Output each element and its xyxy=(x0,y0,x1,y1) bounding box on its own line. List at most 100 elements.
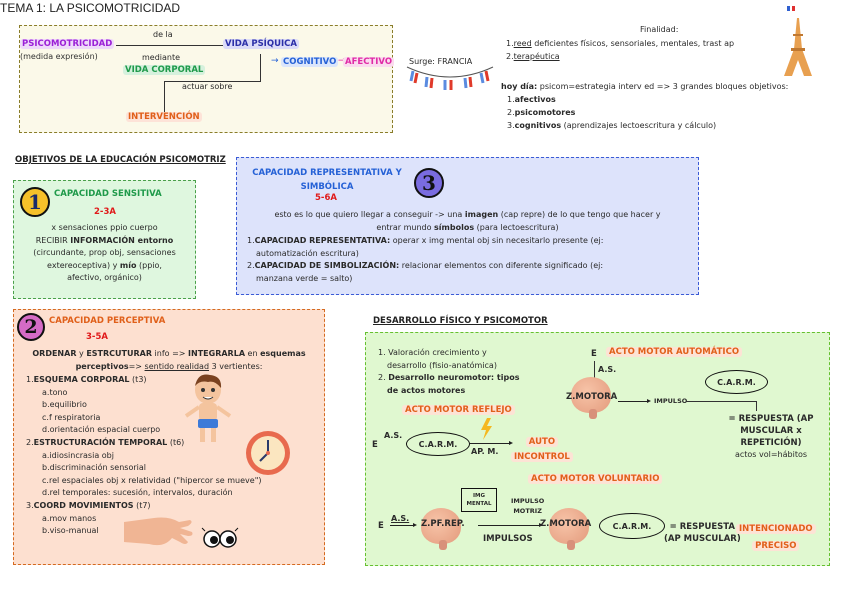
text-span: info => xyxy=(152,349,189,358)
sub-item-letter: c. xyxy=(42,412,49,422)
connector-line xyxy=(164,81,260,82)
sub-item: c.f respiratoria xyxy=(26,412,262,425)
item-keyword: afectivos xyxy=(514,95,556,104)
item-text: operar x img mental obj sin necesitarlo … xyxy=(390,236,604,245)
text-span: (para lectoescritura) xyxy=(474,223,559,232)
text-line: MUSCULAR x xyxy=(740,426,802,436)
text-line: IMPULSO xyxy=(511,497,545,505)
item-number: 2. xyxy=(378,373,386,382)
finalidad-list: 1.reed deficientes físicos, sensoriales,… xyxy=(506,37,734,63)
acto-motor-reflejo-title: ACTO MOTOR REFLEJO xyxy=(402,405,515,415)
underlined-text: sentido realidad xyxy=(144,362,210,371)
item-text: relacionar elementos con diferente signi… xyxy=(399,261,604,270)
sub-item-letter: a. xyxy=(42,450,50,460)
title-line: CAPACIDAD REPRESENTATIVA Y xyxy=(252,168,402,178)
sub-item-letter: b. xyxy=(42,400,50,410)
text-span: extereoceptiva) y xyxy=(47,260,120,270)
list-item: 1. Valoración crecimiento y xyxy=(378,348,487,357)
bold-text: ESTRCUTURAR xyxy=(86,349,152,358)
topic-tag: (t7) xyxy=(133,500,151,510)
item-keyword: CAPACIDAD REPRESENTATIVA: xyxy=(254,236,391,245)
sub-item: c.rel espaciales obj x relatividad ("hip… xyxy=(26,475,262,488)
capacidades-list: 1.CAPACIDAD REPRESENTATIVA: operar x img… xyxy=(247,235,603,285)
text-line: IMG xyxy=(472,493,486,499)
boy-illustration-icon xyxy=(184,374,232,442)
finalidad-title: Finalidad: xyxy=(640,25,679,34)
brain-icon xyxy=(571,377,611,419)
intro-text: ORDENAR y ESTRCUTURAR info => INTEGRARLA… xyxy=(14,347,324,373)
sub-item-letter: b. xyxy=(42,526,50,536)
capacidad-perceptiva-box: 2 CAPACIDAD PERCEPTIVA 3-5A ORDENAR y ES… xyxy=(13,309,325,565)
capacidad-sensitiva-title: CAPACIDAD SENSITIVA xyxy=(54,189,162,199)
item-number: 1. xyxy=(247,236,255,245)
text-line: actos vol=hábitos xyxy=(734,450,808,459)
carm-ellipse: C.A.R.M. xyxy=(599,513,665,539)
preciso-label: PRECISO xyxy=(752,541,800,551)
connector-line xyxy=(686,401,756,402)
item-number: 2. xyxy=(506,52,514,61)
eyes-illustration-icon xyxy=(201,527,239,548)
sub-item-text: tono xyxy=(49,387,68,397)
page-title: TEMA 1: LA PSICOMOTRICIDAD xyxy=(0,1,181,15)
psicomotricidad-label: PSICOMOTRICIDAD xyxy=(20,39,115,49)
sub-item-letter: d. xyxy=(42,425,50,435)
apm-label: AP. M. xyxy=(471,447,499,456)
sub-item-letter: d. xyxy=(42,488,50,498)
connector-line xyxy=(756,401,757,411)
afectivo-label: AFECTIVO xyxy=(343,57,395,67)
arrow-icon: → xyxy=(338,56,346,66)
auto-label: AUTO xyxy=(525,437,559,447)
cognitivo-label: COGNITIVO xyxy=(281,57,339,67)
arrow-connector xyxy=(390,523,417,527)
hoy-dia-block: hoy día: psicom=estrategia interv ed => … xyxy=(501,80,788,132)
item-keyword: de actos motores xyxy=(387,385,466,395)
text-span: => xyxy=(128,362,145,371)
zmotora-label: Z.MOTORA xyxy=(566,392,618,402)
text-span: y xyxy=(76,349,87,358)
clock-icon xyxy=(246,431,290,475)
item-text: deficientes físicos, sensoriales, mental… xyxy=(531,39,735,48)
item-number: 1. xyxy=(506,39,514,48)
capacidad-representativa-box: CAPACIDAD REPRESENTATIVA Y SIMBÓLICA 5-6… xyxy=(236,157,699,295)
sub-item-text: orientación espacial cuerpo xyxy=(49,425,161,435)
zmotora-label: Z.MOTORA xyxy=(540,519,592,529)
text-span: 3 vertientes: xyxy=(209,362,263,371)
number-two-badge: 2 xyxy=(17,313,45,341)
img-mental-box: IMG MENTAL xyxy=(461,488,497,512)
sub-item: d.rel temporales: sucesión, intervalos, … xyxy=(26,487,262,500)
text-line: afectivo, orgánico) xyxy=(67,273,142,282)
item-keyword: psicomotores xyxy=(514,108,576,117)
item-text: manzana verde = salto) xyxy=(256,273,353,283)
bold-text: mío xyxy=(119,260,137,270)
item-number: 2. xyxy=(507,108,515,117)
objetivo-item: 2.psicomotores xyxy=(501,106,788,119)
number-one-badge: 1 xyxy=(20,187,50,217)
vida-corporal-label: VIDA CORPORAL xyxy=(123,65,206,75)
estimulo-label: E xyxy=(591,349,597,359)
mediante-label: mediante xyxy=(142,53,181,62)
sub-item: b.viso-manual xyxy=(26,525,262,538)
item-keyword: reed xyxy=(513,39,532,48)
hand-illustration-icon xyxy=(124,517,193,546)
capacidad-sensitiva-text: x sensaciones ppio cuerpo RECIBIR INFORM… xyxy=(14,222,195,285)
item-number: 2. xyxy=(26,437,34,447)
lightning-icon xyxy=(481,418,492,440)
vertiente-heading: 2.ESTRUCTURACIÓN TEMPORAL (t6) xyxy=(26,437,262,450)
text-line: = RESPUESTA (AP xyxy=(728,414,814,424)
sub-item-letter: a. xyxy=(42,513,50,523)
objetivo-item: 3.cognitivos (aprendizajes lectoescritur… xyxy=(501,119,788,132)
objetivo-item: 1.afectivos xyxy=(501,93,788,106)
text-line: = RESPUESTA xyxy=(669,522,736,532)
list-item-cont: desarrollo (fisio-anatómica) xyxy=(387,360,497,370)
impulso-motriz-label: IMPULSO MOTRIZ xyxy=(511,496,544,516)
impulsos-label: IMPULSOS xyxy=(483,534,533,544)
desarrollo-heading: DESARROLLO FÍSICO Y PSICOMOTOR xyxy=(373,316,548,326)
arrow-connector xyxy=(618,399,651,403)
age-label: 5-6A xyxy=(315,193,337,203)
sub-item-text: f respiratoria xyxy=(48,412,101,422)
vertiente-title: COORD MOVIMIENTOS xyxy=(33,500,134,510)
text-line: REPETICIÓN) xyxy=(740,438,802,448)
bold-text: esquemas xyxy=(260,349,306,358)
item-number: 2. xyxy=(247,261,255,270)
